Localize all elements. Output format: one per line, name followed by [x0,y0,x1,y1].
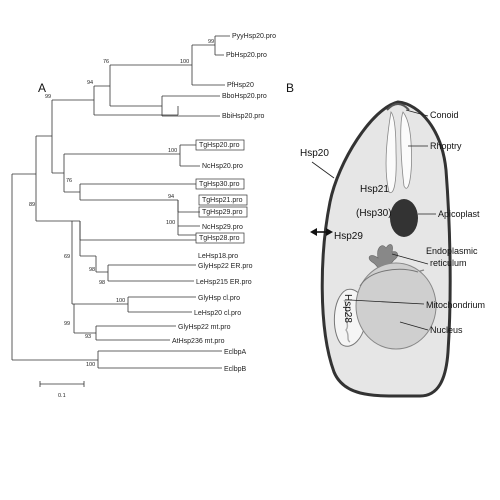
leaf-label: LeHsp20 cl.pro [194,310,241,317]
bootstrap-value: 93 [85,334,91,340]
nucleus [355,262,437,350]
apicoplast [390,199,418,237]
bootstrap-value: 98 [89,267,95,273]
leaf-label: NcHsp20.pro [202,163,243,170]
panel-b-label: B [286,81,294,95]
mitochondrion-label: Mitochondrium [426,300,485,310]
phylogenetic-tree: A [11,33,276,399]
leaf-label: PbHsp20.pro [226,52,267,59]
apicoplast-label: Apicoplast [438,209,480,219]
leaf-label: TgHsp28.pro [199,235,240,242]
tree-branches [11,35,230,369]
leaf-label: TgHsp21.pro [202,197,243,204]
conoid [386,103,410,111]
rhoptry-label: Rhoptry [430,141,462,151]
scale-label: 0.1 [58,393,66,399]
bootstrap-value: 100 [116,298,125,304]
bootstrap-value: 100 [86,362,95,368]
leaf-label: LeHsp18.pro [198,253,238,260]
bootstrap-value: 99 [208,39,214,45]
er-pointer [391,253,429,265]
conoid-label: Conoid [430,110,459,120]
endoplasmic-reticulum [368,244,398,277]
bootstrap-value: 100 [180,59,189,65]
bootstrap-value: 99 [45,94,51,100]
leaf-label: EclbpA [224,349,247,356]
bootstrap-value: 94 [87,80,93,86]
panel-a-label: A [38,81,46,95]
er-label-line1: Endoplasmic [426,246,478,256]
hsp29-label: Hsp29 [334,231,363,242]
leaf-box [198,194,248,206]
leaf-label: TgHsp29.pro [202,209,243,216]
hsp29-arrowhead-right [326,228,333,236]
bootstrap-value: 76 [103,59,109,65]
leaf-label: TgHsp30.pro [199,181,240,188]
leaf-label: NcHsp29.pro [202,224,243,231]
leaf-label: TgHsp20.pro [199,142,240,149]
mitochondrion-pointer [349,299,425,305]
leaf-label: AtHsp236 mt.pro [172,338,225,345]
nucleus-envelope [359,268,419,287]
nucleus-pointer [399,321,429,331]
leaf-box [195,139,245,151]
leaf-box [195,232,245,244]
cell-diagram: B Hsp20 Hsp21 (Hsp30) Hsp29 Hsp28 Conoid [286,81,485,398]
bootstrap-value: 89 [29,202,35,208]
leaf-label: LeHsp215 ER.pro [196,279,252,286]
hsp21-label: Hsp21 [360,184,389,195]
bootstrap-value: 94 [168,194,174,200]
leaf-label: BboHsp20.pro [222,93,267,100]
bootstrap-value: 99 [64,321,70,327]
leaf-label: BbiHsp20.pro [222,113,265,120]
leaf-label: PyyHsp20.pro [232,33,276,40]
bootstrap-values: 99 100 76 94 100 99 76 94 100 89 69 98 9… [29,39,214,368]
er-label-line2: reticulum [430,258,467,268]
rhoptry [400,111,412,189]
hsp20-label: Hsp20 [300,148,329,159]
hsp30-label: (Hsp30) [356,208,392,219]
mitochondrion-cristae [343,299,351,343]
hsp28-label: Hsp28 [342,294,353,323]
leaf-label: GlyHsp cl.pro [198,295,240,302]
leaf-label: PfHsp20 [227,82,254,89]
hsp20-pointer [311,161,335,179]
rhoptry [385,111,397,194]
bootstrap-value: 69 [64,254,70,260]
leaf-label: EclbpB [224,366,247,373]
bootstrap-value: 98 [99,280,105,286]
conoid-pointer [405,109,429,117]
leaf-label: GlyHsp22 ER.pro [198,263,253,270]
leaf-box [198,206,248,218]
bootstrap-value: 100 [166,220,175,226]
nucleus-label: Nucleus [430,325,463,335]
leaf-label: GlyHsp22 mt.pro [178,324,231,331]
hsp29-arrowhead-left [310,228,317,236]
tree-leaves: PyyHsp20.pro PbHsp20.pro PfHsp20 BboHsp2… [172,33,276,373]
leaf-box [195,178,245,190]
bootstrap-value: 100 [168,148,177,154]
bootstrap-value: 76 [66,178,72,184]
scale-bar: 0.1 [39,381,85,399]
